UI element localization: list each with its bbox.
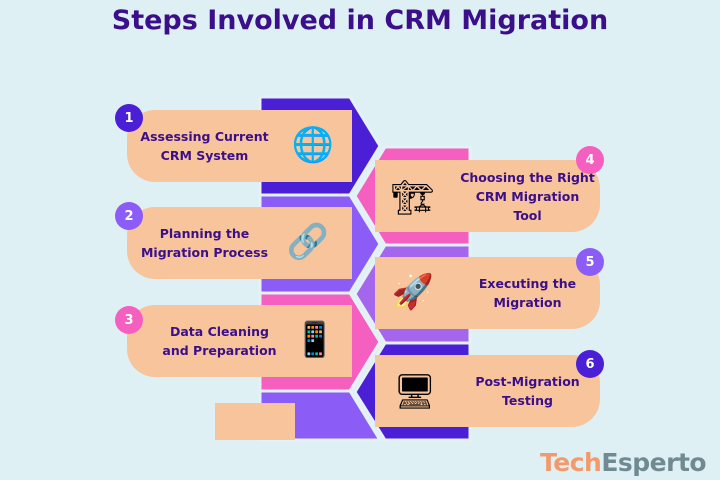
step-card-4: Choosing the Right CRM Migration Tool bbox=[375, 160, 600, 232]
step-number-6: 6 bbox=[576, 350, 604, 378]
step-number-3: 3 bbox=[115, 306, 143, 334]
phone-checklist-icon: 📱 bbox=[293, 320, 337, 360]
browser-test-icon: 🖥 bbox=[393, 372, 437, 412]
logo-part2: Esperto bbox=[601, 448, 707, 477]
step-number-4: 4 bbox=[576, 146, 604, 174]
www-search-icon: 🌐 bbox=[291, 125, 335, 165]
step-label: Executing the Migration bbox=[478, 276, 577, 310]
step-number-2: 2 bbox=[115, 202, 143, 230]
step-label: Assessing Current CRM System bbox=[140, 129, 269, 163]
step-label: Planning the Migration Process bbox=[140, 226, 269, 260]
step-card-3: Data Cleaning and Preparation bbox=[127, 305, 352, 377]
step-card-6: Post-Migration Testing bbox=[375, 355, 600, 427]
logo-part1: Tech bbox=[540, 448, 602, 477]
step-card-5: Executing the Migration bbox=[375, 257, 600, 329]
step-label: Data Cleaning and Preparation bbox=[162, 324, 277, 358]
step-card-1: Assessing Current CRM System bbox=[127, 110, 352, 182]
step-label: Post-Migration Testing bbox=[475, 374, 580, 408]
page-title: Steps Involved in CRM Migration bbox=[111, 5, 609, 36]
rocket-gear-icon: 🚀 bbox=[391, 272, 435, 312]
step-card-2: Planning the Migration Process bbox=[127, 207, 352, 279]
crane-tool-icon: 🏗 bbox=[391, 178, 435, 218]
step-number-1: 1 bbox=[115, 104, 143, 132]
techesperto-logo: TechEsperto bbox=[540, 448, 707, 477]
blank-card bbox=[215, 403, 295, 440]
chain-link-icon: 🔗 bbox=[286, 222, 330, 262]
step-number-5: 5 bbox=[576, 248, 604, 276]
step-label: Choosing the Right CRM Migration Tool bbox=[460, 169, 595, 223]
